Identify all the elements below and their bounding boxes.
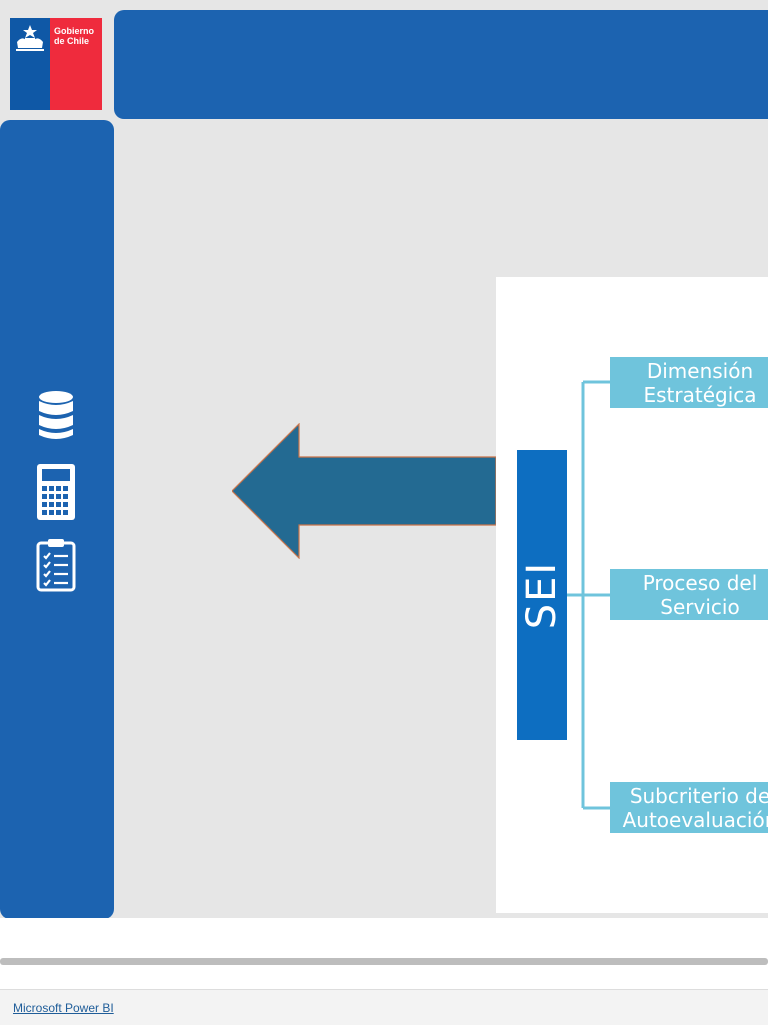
chile-coat-of-arms-icon [16,25,44,51]
left-arrow-shape [232,423,497,559]
sei-root-box: SEI [517,450,567,740]
microsoft-power-bi-link[interactable]: Microsoft Power BI [13,1001,114,1015]
side-navigation-bar [0,120,114,918]
clipboard-checklist-icon[interactable] [36,538,76,592]
node-label: Proceso del Servicio [642,570,758,619]
header-bar [114,10,768,119]
sei-label: SEI [519,560,565,630]
sei-diagram-card: SEI Dimensión Estratégica Proceso del Se… [496,277,768,913]
gobierno-de-chile-logo: Gobierno de Chile [10,18,102,110]
node-dimension-estrategica: Dimensión Estratégica [610,357,768,408]
node-subcriterio-autoevaluacion: Subcriterio de Autoevaluación [610,782,768,833]
horizontal-scrollbar[interactable] [0,958,768,965]
node-label: Subcriterio de Autoevaluación [622,783,768,832]
footer-bar: Microsoft Power BI [0,989,768,1025]
logo-text: Gobierno de Chile [54,26,94,46]
database-icon[interactable] [36,390,76,442]
hierarchy-connector [567,380,610,810]
report-canvas: Gobierno de Chile [0,0,768,918]
node-proceso-del-servicio: Proceso del Servicio [610,569,768,620]
calculator-icon[interactable] [36,463,76,521]
node-label: Dimensión Estratégica [643,358,757,407]
